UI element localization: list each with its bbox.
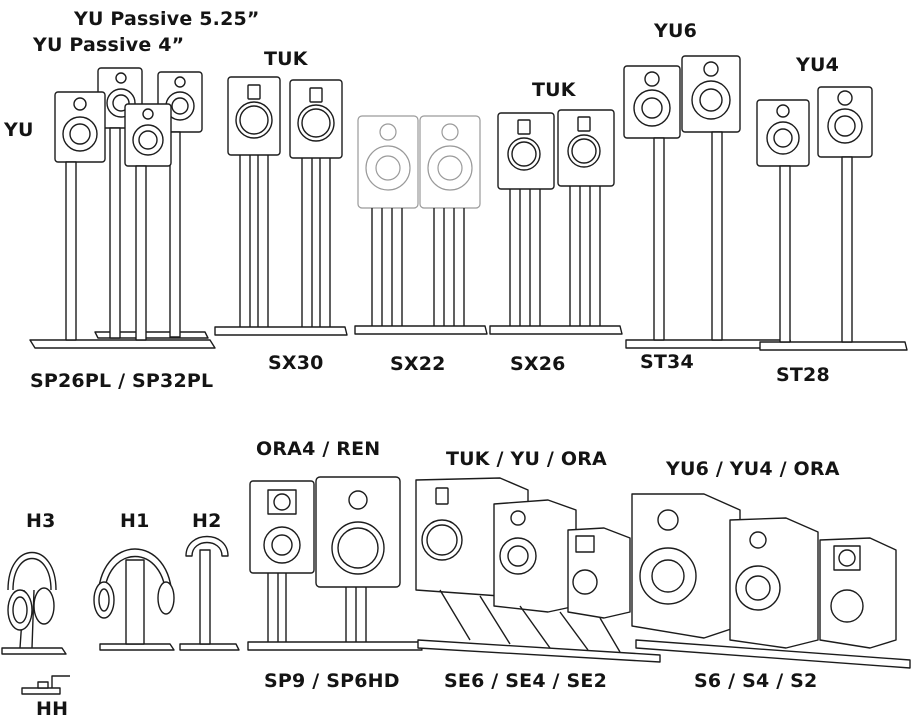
tuk-speaker-2 (289, 79, 343, 159)
se6-se4-se2-stand-group (415, 477, 661, 663)
label-yu4-top: YU4 (796, 54, 840, 76)
label-tuk-top-1: TUK (264, 48, 308, 70)
h3-headphone-stand (1, 552, 67, 655)
yu4-speaker (756, 99, 810, 167)
label-se6-se4-se2: SE6 / SE4 / SE2 (444, 670, 607, 692)
sp9-sp6hd-stand-group (247, 476, 423, 651)
h2-headphone-stand (179, 535, 240, 651)
label-tuk-yu-ora: TUK / YU / ORA (446, 448, 607, 470)
ren-speaker (315, 476, 401, 588)
label-tuk-top-2: TUK (532, 79, 576, 101)
label-sp9-sp6hd: SP9 / SP6HD (264, 670, 400, 692)
yu6-speaker-3 (631, 493, 741, 639)
yu-speaker (54, 91, 106, 163)
sx30-stand-group (214, 76, 348, 336)
label-yu-passive-4: YU Passive 4” (33, 34, 185, 56)
s6-s4-s2-stand-group (631, 493, 911, 669)
ora-speaker (567, 527, 631, 619)
yu6-speaker-2 (681, 55, 741, 133)
label-h1: H1 (120, 510, 150, 532)
yu4-speaker-2 (817, 86, 873, 158)
yu4-speaker-3 (729, 517, 819, 649)
ghost-speaker-2 (419, 115, 481, 209)
label-yu6-yu4-ora: YU6 / YU4 / ORA (666, 458, 840, 480)
tuk-speaker-4 (557, 109, 615, 187)
label-sx30: SX30 (268, 352, 324, 374)
label-hh: HH (36, 698, 69, 720)
st34-stand-group (623, 55, 793, 349)
sx22-stand-group (354, 115, 488, 335)
ora4-speaker (249, 480, 315, 574)
yu-passive-4-speaker (124, 103, 172, 167)
sx26-stand-group (489, 109, 623, 335)
tuk-speaker (227, 76, 281, 156)
label-h2: H2 (192, 510, 222, 532)
label-sx22: SX22 (390, 353, 446, 375)
label-sp26pl-sp32pl: SP26PL / SP32PL (30, 370, 214, 392)
label-st34: ST34 (640, 351, 694, 373)
st28-stand-group (756, 86, 908, 351)
label-st28: ST28 (776, 364, 830, 386)
ghost-speaker (357, 115, 419, 209)
yu-speaker-2 (493, 499, 577, 613)
yu6-speaker (623, 65, 681, 139)
label-yu6-top: YU6 (654, 20, 698, 42)
label-yu-passive-525: YU Passive 5.25” (74, 8, 260, 30)
h1-headphone-stand (93, 548, 175, 651)
sp26pl-sp32pl-stand-group (29, 67, 216, 349)
hh-headphone-hook (21, 675, 70, 695)
tuk-speaker-3 (497, 112, 555, 190)
ora-speaker-2 (819, 537, 897, 649)
label-sx26: SX26 (510, 353, 566, 375)
label-yu: YU (4, 119, 34, 141)
label-s6-s4-s2: S6 / S4 / S2 (694, 670, 818, 692)
label-ora4-ren: ORA4 / REN (256, 438, 381, 460)
label-h3: H3 (26, 510, 56, 532)
